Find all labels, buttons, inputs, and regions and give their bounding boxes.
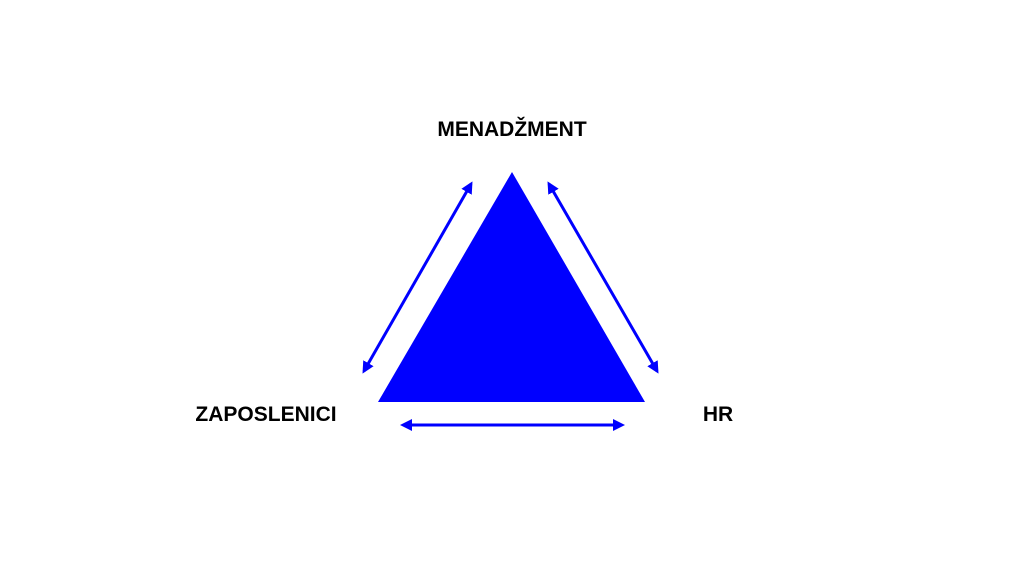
central-triangle [378, 172, 645, 402]
label-management: MENADŽMENT [437, 117, 586, 141]
label-hr: HR [703, 403, 733, 426]
arrow-right-management-hr [547, 181, 659, 374]
label-employees: ZAPOSLENICI [195, 403, 336, 426]
arrow-left-management-employees [362, 181, 473, 374]
